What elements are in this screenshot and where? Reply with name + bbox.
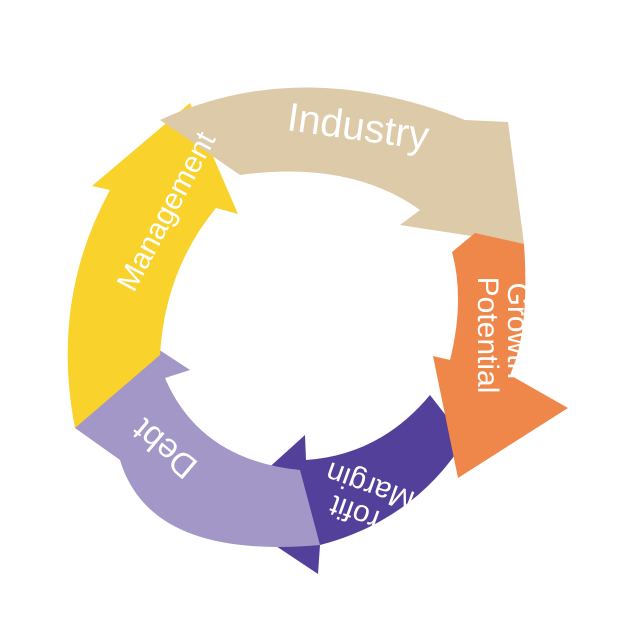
label-growth-line: Growth [501, 282, 534, 379]
label-potential-line: Potential [471, 277, 504, 394]
arrow-growth-potential [433, 233, 568, 478]
arrow-management [67, 103, 238, 428]
label-growth-potential: Growth Potential [471, 277, 534, 394]
arrow-industry [160, 87, 524, 244]
